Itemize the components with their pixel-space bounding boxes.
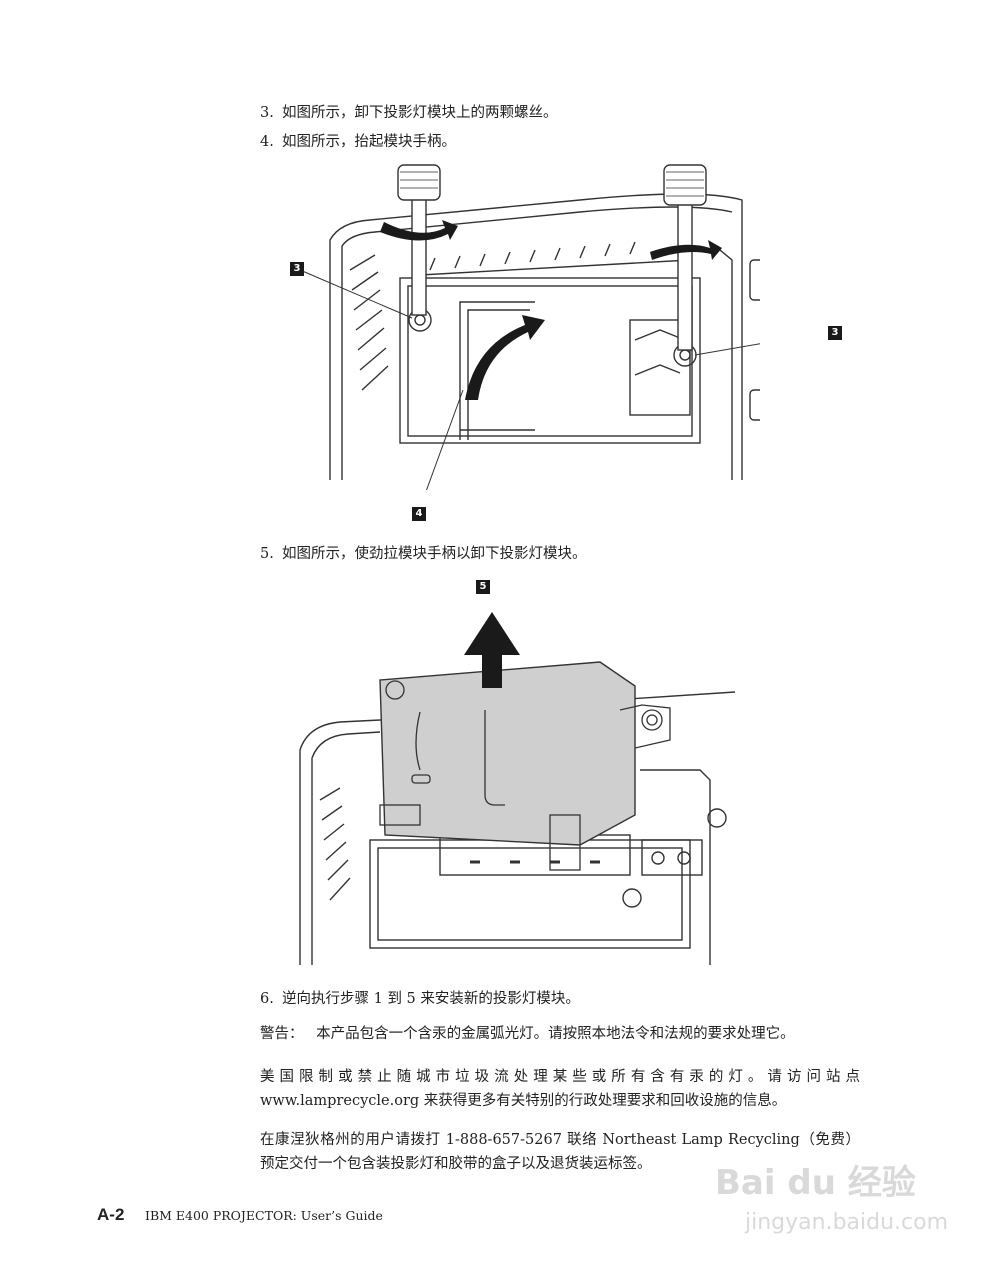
- step-text: 如图所示，卸下投影灯模块上的两颗螺丝。: [282, 105, 558, 121]
- callout-4: 4: [412, 507, 426, 521]
- step-number: 6.: [260, 991, 274, 1007]
- step-6: 6. 逆向执行步骤 1 到 5 来安装新的投影灯模块。: [260, 987, 580, 1008]
- step-number: 5.: [260, 546, 274, 562]
- paragraph-recycling: 美国限制或禁止随城市垃圾流处理某些或所有含有汞的灯。请访问站点 www.lamp…: [260, 1069, 860, 1109]
- step-number: 4.: [260, 134, 274, 150]
- page-number: A-2: [97, 1205, 125, 1224]
- step-text: 逆向执行步骤 1 到 5 来安装新的投影灯模块。: [282, 991, 580, 1007]
- watermark-brand: Bai du 经验: [715, 1163, 916, 1203]
- step-5: 5. 如图所示，使劲拉模块手柄以卸下投影灯模块。: [260, 542, 587, 563]
- step-3: 3. 如图所示，卸下投影灯模块上的两颗螺丝。: [260, 101, 558, 122]
- step-number: 3.: [260, 105, 274, 121]
- warning: 警告： 本产品包含一个含汞的金属弧光灯。请按照本地法令和法规的要求处理它。: [260, 1022, 795, 1043]
- watermark-url: jingyan.baidu.com: [745, 1210, 949, 1235]
- warning-label: 警告：: [260, 1026, 304, 1042]
- callout-3-left: 3: [290, 262, 304, 276]
- step-4: 4. 如图所示，抬起模块手柄。: [260, 130, 456, 151]
- warning-text: 本产品包含一个含汞的金属弧光灯。请按照本地法令和法规的要求处理它。: [316, 1026, 795, 1042]
- callout-5: 5: [476, 580, 490, 594]
- step-text: 如图所示，使劲拉模块手柄以卸下投影灯模块。: [282, 546, 587, 562]
- paragraph-connecticut: 在康涅狄格州的用户请拨打 1-888-657-5267 联络 Northeast…: [260, 1132, 860, 1172]
- step-text: 如图所示，抬起模块手柄。: [282, 134, 456, 150]
- figure-pull-module: [299, 612, 736, 965]
- callout-3-right: 3: [828, 326, 842, 340]
- footer-title: IBM E400 PROJECTOR: User’s Guide: [145, 1208, 383, 1223]
- figure-remove-screws: [299, 164, 760, 490]
